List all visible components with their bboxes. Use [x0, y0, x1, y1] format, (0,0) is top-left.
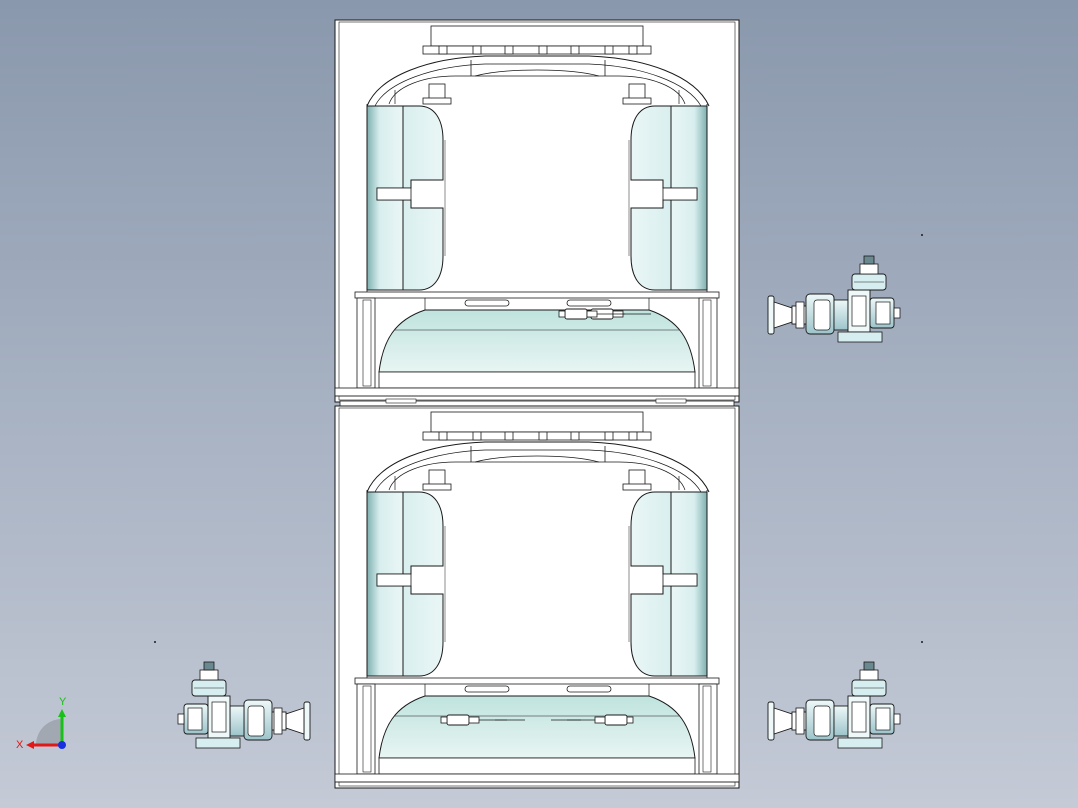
z-axis-marker [58, 741, 66, 749]
reference-points [154, 234, 923, 643]
drive-unit-right-lower[interactable] [767, 661, 901, 749]
lower-module[interactable] [334, 405, 740, 789]
coordinate-triad: X Y [16, 696, 67, 751]
y-axis-label: Y [59, 696, 67, 708]
upper-module[interactable] [334, 19, 740, 403]
x-axis-label: X [16, 739, 24, 751]
drive-unit-right-upper[interactable] [767, 255, 901, 343]
drive-unit-left-lower[interactable] [177, 661, 311, 749]
lower-module-fittings [440, 714, 634, 726]
